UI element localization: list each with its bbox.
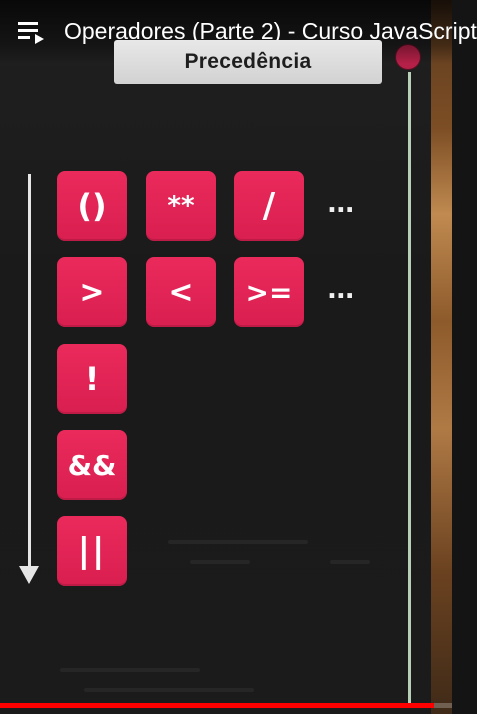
arrow-down-icon (19, 566, 39, 584)
ellipsis-row1: ... (327, 189, 355, 219)
slide-heading: Precedência (114, 40, 382, 84)
operator-tile-greater-than: > (57, 257, 127, 327)
operator-tile-greater-equal: >= (234, 257, 304, 327)
progress-bar-fill (0, 703, 434, 708)
vertical-divider-line (408, 72, 411, 708)
background-scene (431, 0, 452, 714)
precedence-arrow-shaft (28, 174, 31, 572)
operator-tile-not: ! (57, 344, 127, 414)
operator-tile-parentheses: () (57, 171, 127, 241)
ghost-artifact (168, 540, 308, 544)
operator-tile-exponent: ** (146, 171, 216, 241)
playlist-icon[interactable] (18, 20, 46, 44)
ghost-artifact (84, 688, 254, 692)
ghost-artifact (190, 560, 250, 564)
operator-tile-and: && (57, 430, 127, 500)
ghost-artifact (60, 668, 200, 672)
progress-bar[interactable] (0, 703, 452, 708)
operator-tile-or: || (57, 516, 127, 586)
video-title[interactable]: Operadores (Parte 2) - Curso JavaScript (64, 18, 477, 44)
operator-tile-division: / (234, 171, 304, 241)
ghost-artifact (330, 560, 370, 564)
ellipsis-row2: ... (327, 275, 355, 305)
operator-tile-less-than: < (146, 257, 216, 327)
